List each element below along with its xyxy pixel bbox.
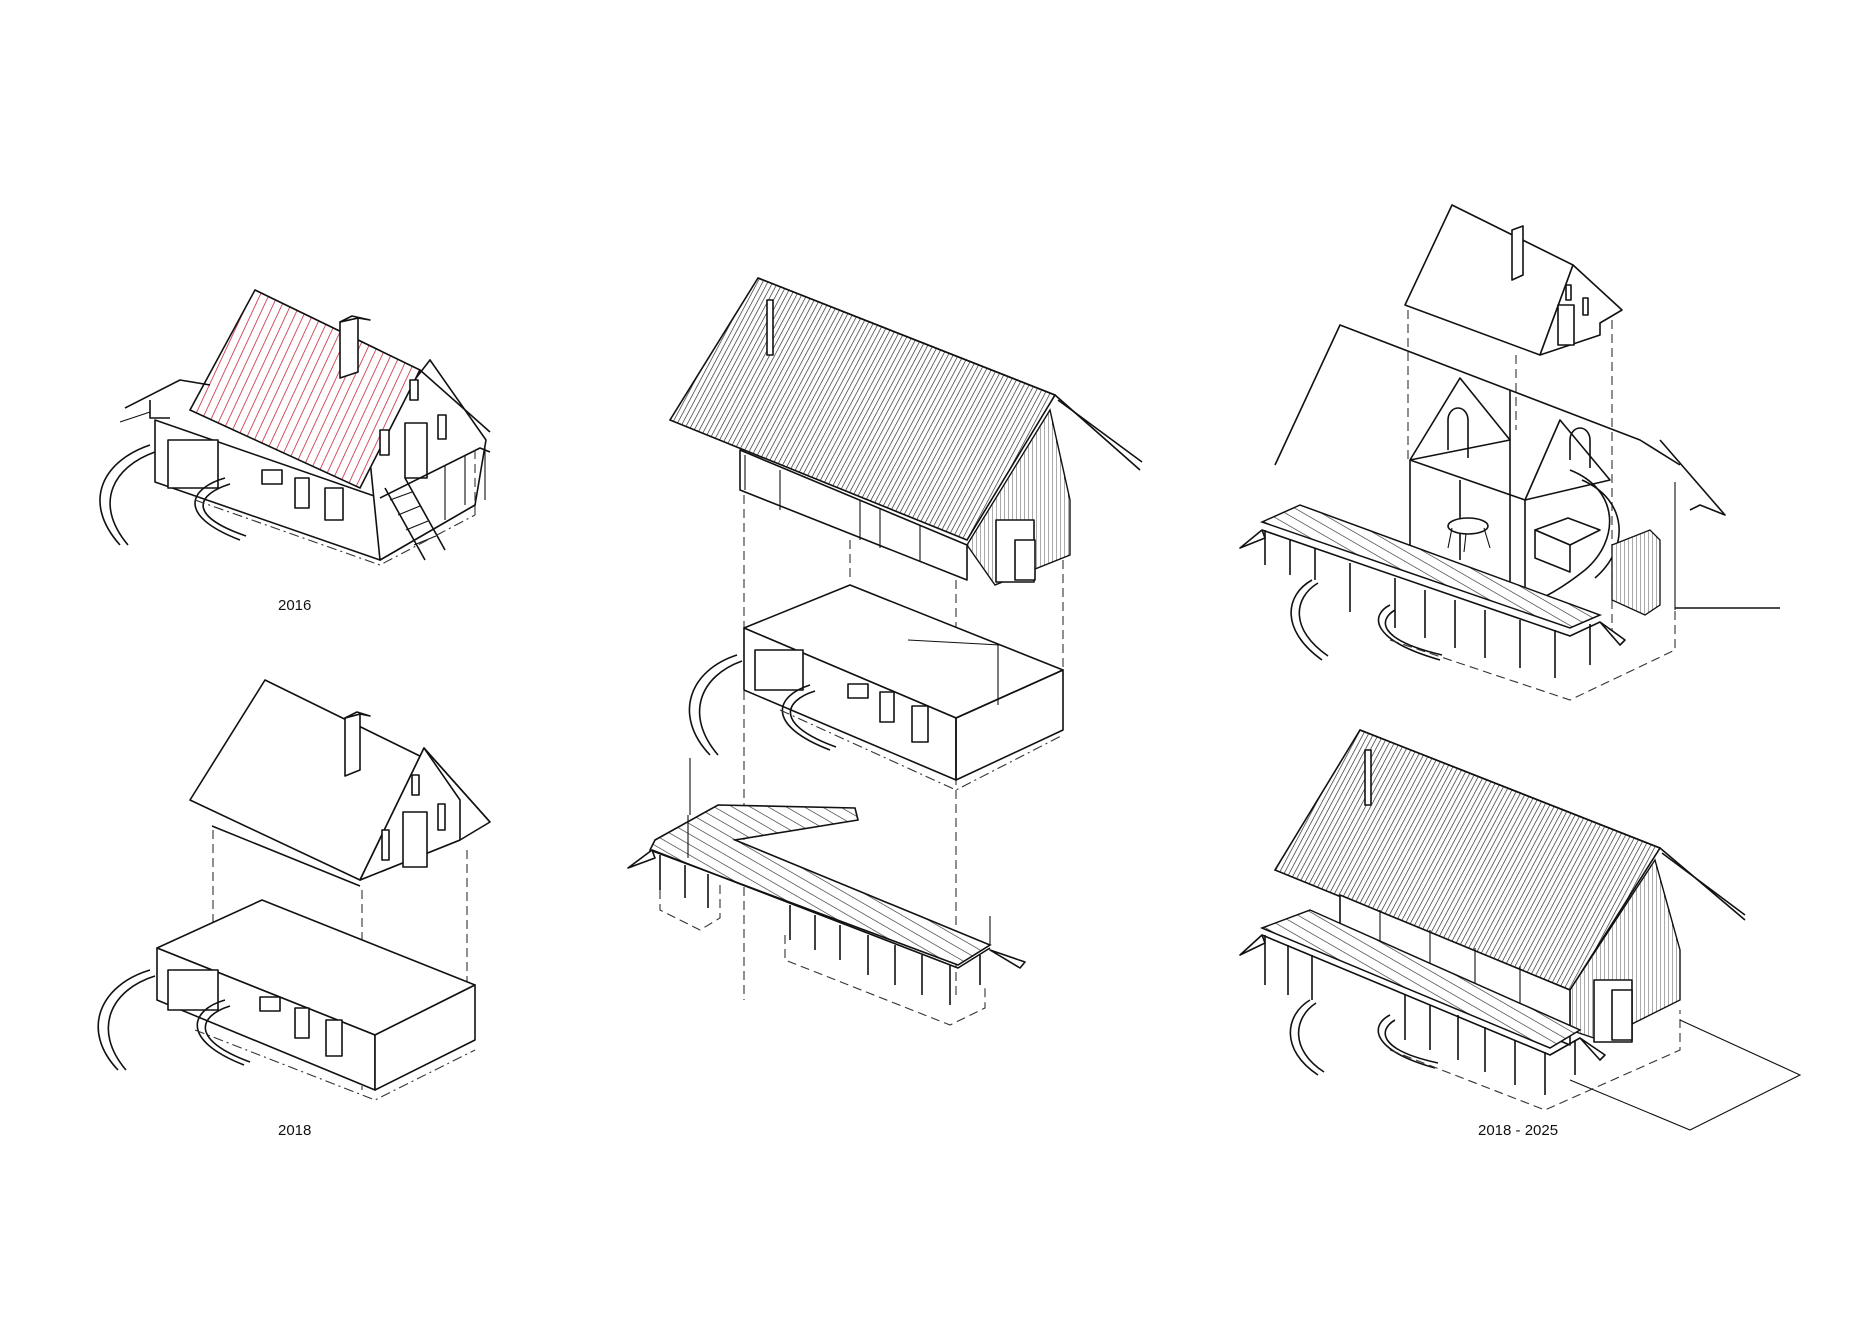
- panel-2025-final: [1239, 729, 1802, 1131]
- caption-2018-2025: 2018 - 2025: [1478, 1122, 1559, 1139]
- panel-center-exploded: [627, 277, 1143, 1026]
- new-deck: [648, 804, 992, 966]
- panel-2016-house: [99, 288, 491, 566]
- final-deck: [1259, 909, 1582, 1049]
- deck-2025-exploded: [1259, 504, 1603, 629]
- panel-2025-exploded: [1239, 204, 1780, 701]
- caption-2018: 2018: [278, 1122, 312, 1139]
- caption-2016: 2016: [278, 597, 312, 614]
- panel-2018-exploded: [97, 679, 491, 1101]
